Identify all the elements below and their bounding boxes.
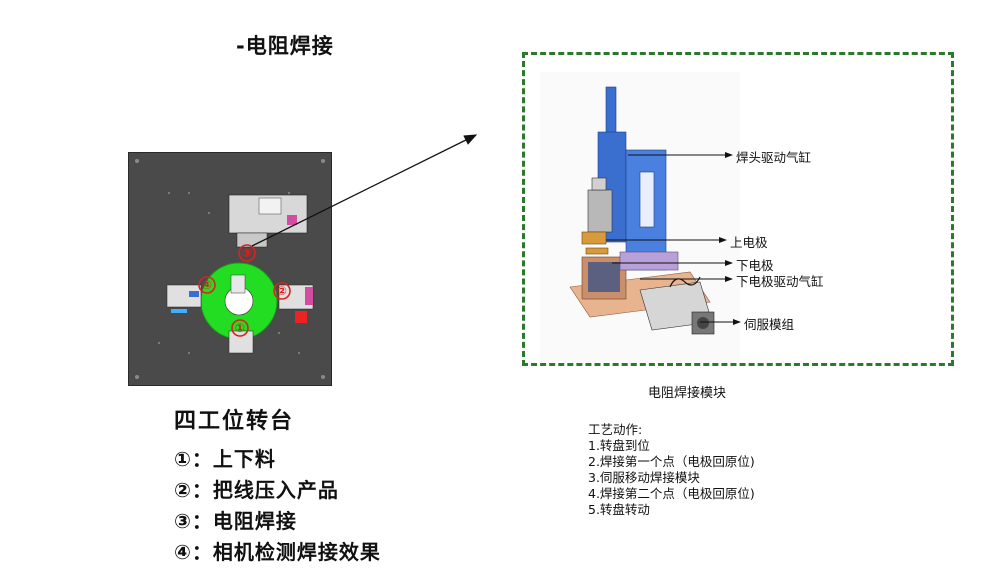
process-step: 1.转盘到位 [588,438,755,454]
process-steps: 工艺动作: 1.转盘到位 2.焊接第一个点（电极回原位) 3.伺服移动焊接模块 … [588,422,755,518]
marker-3: ③ [242,246,252,260]
page-title: -电阻焊接 [236,30,334,60]
station-item-3: ③：电阻焊接 [174,505,297,534]
callout-servo-module: 伺服模组 [744,314,794,333]
process-step: 5.转盘转动 [588,502,755,518]
machine-top-view: ① ② ③ ④ [128,152,332,386]
machine-drawing: ① ② ③ ④ [129,153,331,385]
welding-module-drawing [540,72,740,362]
station-item-4: ④：相机检测焊接效果 [174,536,381,565]
process-step: 2.焊接第一个点（电极回原位) [588,454,755,470]
process-step: 3.伺服移动焊接模块 [588,470,755,486]
callout-weld-head-cylinder: 焊头驱动气缸 [736,147,811,166]
process-step: 4.焊接第二个点（电极回原位) [588,486,755,502]
station-item-1: ①：上下料 [174,443,276,472]
station-item-2: ②：把线压入产品 [174,474,339,503]
marker-2: ② [277,284,287,298]
turntable-title: 四工位转台 [174,403,294,435]
callout-lower-electrode-cylinder: 下电极驱动气缸 [736,271,824,290]
module-caption: 电阻焊接模块 [648,382,726,401]
marker-1: ① [235,321,245,335]
marker-4: ④ [202,278,212,292]
callout-upper-electrode: 上电极 [730,232,768,251]
process-heading: 工艺动作: [588,422,755,438]
